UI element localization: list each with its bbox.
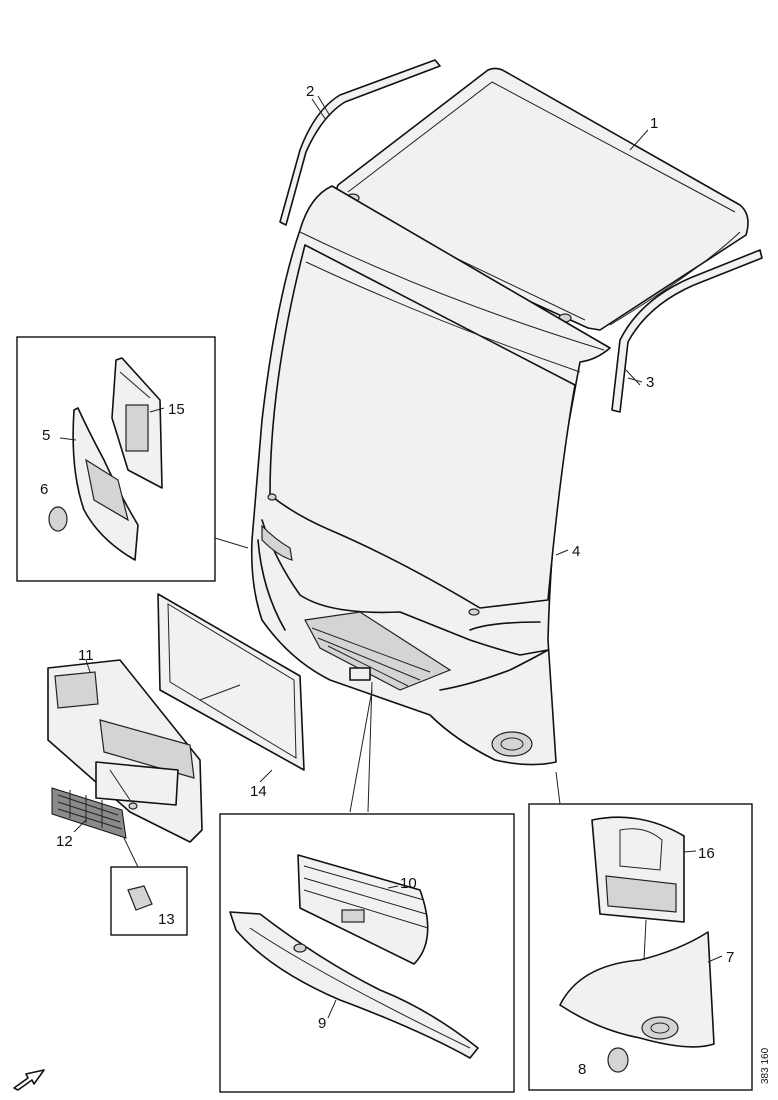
right-drip-rail bbox=[611, 249, 763, 413]
callout-6: 6 bbox=[40, 481, 48, 498]
inset-box-corner bbox=[16, 336, 249, 582]
callout-15: 15 bbox=[168, 401, 185, 418]
arrow-icon bbox=[13, 1069, 45, 1091]
callout-8: 8 bbox=[578, 1061, 586, 1078]
front-grille bbox=[297, 854, 429, 965]
right-bracket bbox=[591, 816, 685, 923]
callout-3: 3 bbox=[646, 374, 654, 391]
callout-9: 9 bbox=[318, 1015, 326, 1032]
right-corner-panel bbox=[559, 931, 715, 1048]
callout-16: 16 bbox=[698, 845, 715, 862]
access-panel bbox=[47, 659, 203, 843]
callout-4: 4 bbox=[572, 543, 580, 560]
drawing-code: 383 160 bbox=[760, 1047, 771, 1084]
callout-12: 12 bbox=[56, 833, 73, 850]
inset-box-right-corner bbox=[528, 771, 753, 1091]
callout-14: 14 bbox=[250, 783, 267, 800]
callout-13: 13 bbox=[158, 911, 175, 928]
mesh-grille bbox=[51, 787, 127, 839]
left-drip-rail bbox=[279, 59, 441, 226]
left-headlamp-cap bbox=[48, 506, 68, 532]
left-bracket bbox=[111, 357, 163, 489]
front-mask bbox=[250, 185, 611, 766]
callout-2: 2 bbox=[306, 83, 314, 100]
inset-box-clip bbox=[110, 837, 188, 936]
grille-clip bbox=[127, 885, 153, 911]
lower-trim-strip bbox=[229, 911, 479, 1059]
inset-box-grille bbox=[219, 681, 515, 1093]
seal-gasket bbox=[157, 593, 305, 771]
callout-11: 11 bbox=[78, 647, 94, 664]
callout-1: 1 bbox=[650, 115, 658, 132]
right-headlamp-cap bbox=[607, 1047, 629, 1073]
leader-lines bbox=[59, 95, 723, 1019]
callout-10: 10 bbox=[400, 875, 417, 892]
left-corner-trim bbox=[72, 407, 139, 561]
callout-5: 5 bbox=[42, 427, 50, 444]
callout-7: 7 bbox=[726, 949, 734, 966]
